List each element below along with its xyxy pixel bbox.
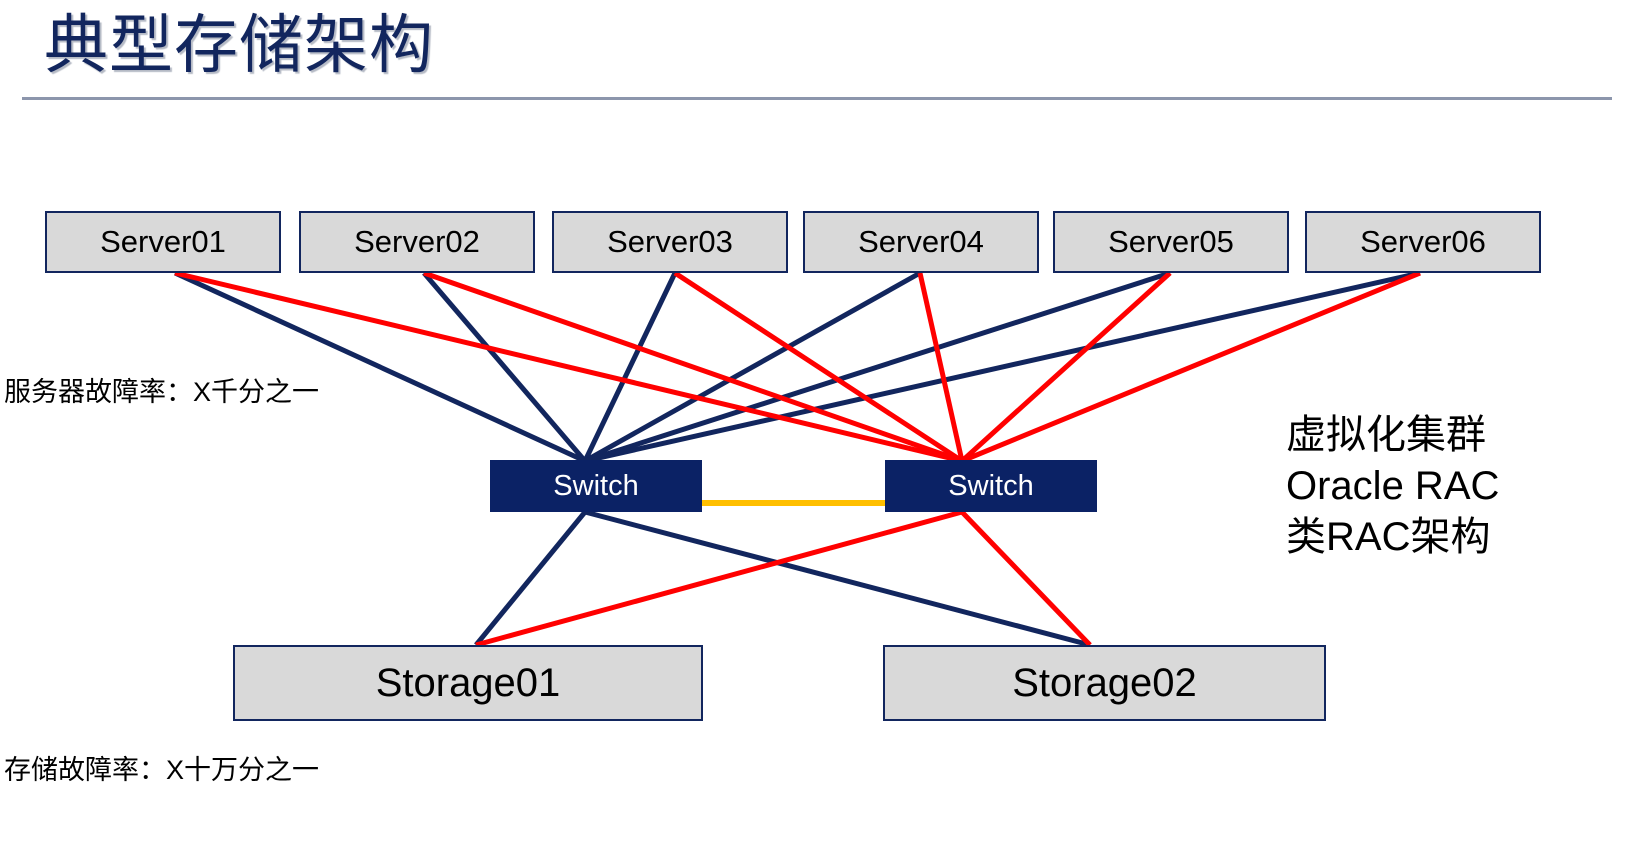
link-server5-to-switch2 bbox=[960, 271, 1172, 463]
link-server6-to-switch1 bbox=[584, 270, 1421, 464]
architecture-note-line3: 类RAC架构 bbox=[1286, 515, 1491, 559]
link-server2-to-switch1 bbox=[422, 271, 587, 463]
switch-node-label: Switch bbox=[553, 469, 639, 502]
page-title: 典型存储架构 bbox=[44, 9, 434, 81]
link-server6-to-switch2 bbox=[961, 270, 1421, 464]
server-node-2[interactable]: Server02 bbox=[299, 211, 535, 273]
link-server3-to-switch1 bbox=[582, 271, 678, 463]
server-node-5[interactable]: Server05 bbox=[1053, 211, 1289, 273]
left-switch-to-storage-links bbox=[474, 509, 1091, 648]
storage-node-2[interactable]: Storage02 bbox=[883, 645, 1326, 721]
server-node-label: Server02 bbox=[354, 224, 480, 259]
server-node-label: Server03 bbox=[607, 224, 733, 259]
link-switch1-to-storage1 bbox=[474, 510, 587, 647]
server-node-1[interactable]: Server01 bbox=[45, 211, 281, 273]
server-failure-rate-label: 服务器故障率：X千分之一 bbox=[4, 377, 320, 407]
server-to-right-switch-links bbox=[174, 270, 1421, 464]
right-switch-to-storage-links bbox=[475, 509, 1092, 648]
link-switch2-to-storage1 bbox=[475, 509, 963, 648]
link-server4-to-switch2 bbox=[917, 272, 965, 462]
storage-node-label: Storage01 bbox=[375, 660, 561, 705]
link-server5-to-switch1 bbox=[584, 270, 1171, 464]
title-divider bbox=[22, 97, 1612, 100]
link-server1-to-switch1 bbox=[173, 270, 587, 464]
switch-node-2[interactable]: Switch bbox=[885, 460, 1097, 512]
link-server1-to-switch2 bbox=[174, 270, 963, 464]
server-node-6[interactable]: Server06 bbox=[1305, 211, 1541, 273]
link-server4-to-switch1 bbox=[583, 270, 922, 464]
server-to-left-switch-links bbox=[173, 270, 1421, 464]
server-node-label: Server06 bbox=[1360, 224, 1486, 259]
architecture-note-line2: Oracle RAC bbox=[1286, 464, 1500, 508]
storage-node-label: Storage02 bbox=[1012, 660, 1197, 705]
server-node-4[interactable]: Server04 bbox=[803, 211, 1039, 273]
server-node-label: Server05 bbox=[1108, 224, 1234, 259]
server-node-label: Server04 bbox=[858, 224, 984, 259]
storage-failure-rate-label: 存储故障率：X十万分之一 bbox=[4, 755, 320, 785]
server-node-label: Server01 bbox=[100, 224, 226, 259]
link-switch1-to-storage2 bbox=[584, 509, 1091, 648]
server-node-3[interactable]: Server03 bbox=[552, 211, 788, 273]
architecture-note: 虚拟化集群 Oracle RAC 类RAC架构 bbox=[1286, 410, 1499, 563]
architecture-note-line1: 虚拟化集群 bbox=[1286, 413, 1486, 457]
storage-node-1[interactable]: Storage01 bbox=[233, 645, 703, 721]
link-switch2-to-storage2 bbox=[960, 510, 1092, 647]
link-server2-to-switch2 bbox=[423, 270, 963, 464]
switch-node-1[interactable]: Switch bbox=[490, 460, 702, 512]
link-server3-to-switch2 bbox=[673, 270, 964, 464]
switch-node-label: Switch bbox=[948, 469, 1034, 502]
